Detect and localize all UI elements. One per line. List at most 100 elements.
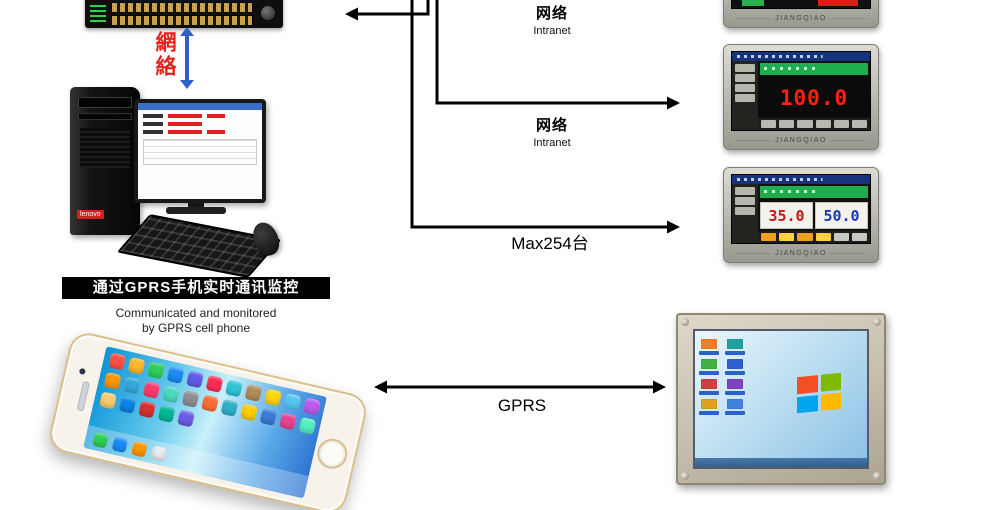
monitor-text-row (143, 122, 257, 126)
caption-line-1: Communicated and monitored (115, 306, 277, 320)
wpane-swatch (797, 394, 818, 414)
pc-monitor (134, 99, 266, 203)
cbtn-swatch (761, 120, 777, 128)
pc-tower: lenovo (70, 87, 140, 235)
switch-ports-row1 (111, 2, 253, 13)
phone-camera-icon (78, 367, 86, 376)
controller-2-value: 100.0 (758, 77, 870, 118)
dchip-swatch (725, 339, 745, 355)
controller-3-menu (732, 184, 758, 243)
dchip-swatch (699, 339, 719, 355)
label-intranet-mid: 网络 Intranet (497, 114, 607, 149)
cbtn-swatch (797, 120, 813, 128)
hmi-screen (693, 329, 869, 469)
phone-earpiece (76, 380, 91, 412)
intranet-mid-zh: 网络 (535, 117, 568, 134)
app-dot-swatch (176, 409, 195, 428)
hmi-desktop-icons (699, 339, 757, 415)
app-dot-swatch (92, 431, 109, 449)
label-max-units: Max254台 (511, 234, 589, 253)
arrow-to-switch (345, 0, 430, 21)
wpane-swatch (797, 375, 818, 394)
controller-3-titlebar (732, 175, 870, 184)
controller-3-main: 35.0 50.0 (758, 184, 870, 243)
arrow-to-controller-2 (435, 0, 680, 110)
lan-arrow-up-head (180, 27, 194, 36)
switch-power-knob (261, 6, 275, 20)
controller-3-screen: 35.0 50.0 (731, 174, 871, 244)
tower-drive-bay (78, 97, 132, 108)
arrow-to-controller-3 (410, 0, 680, 234)
cbtn-swatch (833, 233, 849, 241)
app-dot-swatch (103, 371, 122, 390)
screw-icon (873, 318, 881, 326)
app-dot-swatch (259, 407, 278, 426)
gprs-banner-caption: Communicated and monitored by GPRS cell … (62, 306, 330, 336)
monitor-data-table (143, 139, 257, 165)
cbtn-swatch (851, 233, 868, 241)
app-dot-swatch (263, 388, 282, 407)
controller-3-pv: 35.0 (760, 202, 813, 229)
screw-icon (873, 472, 881, 480)
monitor-text-row (143, 114, 257, 118)
controller-3-brand: JIANGQIAO (736, 247, 866, 259)
intranet-top-en: Intranet (533, 25, 571, 37)
hmi-panel (676, 313, 886, 485)
cbtn-swatch (779, 233, 795, 241)
app-dot-swatch (108, 352, 127, 371)
controller-3-sv: 50.0 (815, 202, 868, 229)
app-dot-swatch (142, 380, 161, 399)
dchip-swatch (725, 359, 745, 375)
controller-1-screen (731, 0, 871, 9)
controller-1-red-display (818, 0, 858, 6)
controller-2-status-bar (760, 63, 868, 75)
gprs-double-arrow (374, 380, 666, 394)
app-dot-swatch (157, 404, 176, 423)
network-switch (85, 0, 283, 28)
controller-2-buttons (758, 118, 870, 130)
app-dot-swatch (111, 435, 129, 453)
app-dot-swatch (200, 394, 219, 413)
cbtn-swatch (851, 120, 868, 128)
monitor-window-titlebar (138, 103, 262, 110)
app-dot-swatch (150, 444, 168, 462)
dchip-swatch (725, 379, 745, 395)
pc-monitor-screen (138, 103, 262, 199)
monitor-text-row (143, 130, 257, 134)
cbtn-swatch (779, 120, 795, 128)
controller-2-titlebar (732, 52, 870, 61)
cbtn-swatch (761, 233, 777, 241)
screw-icon (681, 472, 689, 480)
app-dot-swatch (161, 385, 180, 404)
cbtn-swatch (833, 120, 849, 128)
tower-drive-bay-2 (78, 113, 132, 120)
app-dot-swatch (137, 400, 156, 419)
app-dot-swatch (181, 389, 200, 408)
controller-2: 100.0 JIANGQIAO (723, 44, 879, 150)
app-dot-swatch (239, 403, 258, 422)
phone-home-button (314, 435, 351, 472)
gprs-banner-title: 通过GPRS手机实时通讯监控 (62, 277, 330, 299)
app-dot-swatch (283, 392, 302, 411)
intranet-top-zh: 网络 (535, 5, 568, 22)
controller-1-brand: JIANGQIAO (736, 12, 866, 24)
switch-status-leds (90, 4, 106, 22)
dchip-swatch (699, 399, 719, 415)
wpane-swatch (820, 392, 841, 411)
app-dot-swatch (205, 374, 224, 393)
switch-ports-row2 (111, 15, 253, 26)
cbtn-swatch (815, 120, 831, 128)
dchip-swatch (699, 359, 719, 375)
app-dot-swatch (224, 379, 243, 398)
controller-1-green-field (742, 0, 764, 6)
intranet-mid-en: Intranet (533, 137, 571, 149)
controller-3-status-bar (760, 186, 868, 198)
controller-3: 35.0 50.0 JIANGQIAO (723, 167, 879, 263)
app-dot-swatch (302, 397, 321, 416)
app-dot-swatch (118, 395, 137, 414)
lan-double-arrow-icon (180, 27, 194, 89)
dchip-swatch (725, 399, 745, 415)
wpane-swatch (820, 372, 841, 392)
cbtn-swatch (797, 233, 813, 241)
